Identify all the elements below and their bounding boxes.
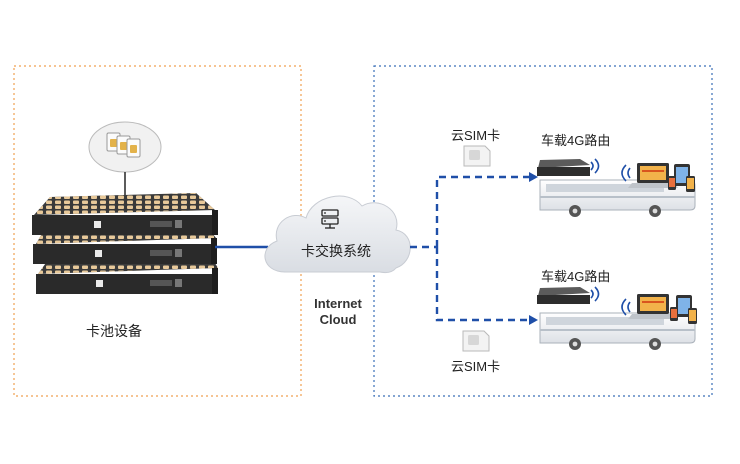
arrow-head-bottom [529, 315, 538, 325]
wifi-icon [621, 298, 631, 316]
server-icon [321, 209, 339, 229]
router-label-bottom: 车载4G路由 [541, 269, 611, 284]
phone-icon [686, 176, 695, 192]
dashed-links [410, 175, 530, 322]
sim-card-icon [463, 145, 491, 167]
phone-icon [668, 176, 676, 190]
sim-label-top: 云SIM卡 [451, 128, 501, 143]
phone-icon [670, 307, 678, 321]
sim-card-icon [106, 132, 141, 158]
sim-card-bubble [88, 121, 162, 197]
caption-line-cloud: Cloud [319, 312, 357, 327]
cloud-label: 卡交换系统 [301, 243, 371, 259]
laptop-icon [628, 294, 678, 319]
wifi-icon [590, 286, 600, 302]
card-pool-device [32, 193, 218, 294]
cloud-shape [264, 195, 411, 273]
laptop-icon [628, 163, 678, 188]
internet-cloud-caption: Internet Cloud [296, 296, 380, 328]
right-panel-border [373, 65, 713, 397]
wifi-icon [590, 158, 600, 174]
sim-card-icon [462, 330, 490, 352]
sim-label-bottom: 云SIM卡 [451, 359, 501, 374]
router-label-top: 车载4G路由 [541, 133, 611, 148]
router-icon [537, 159, 590, 176]
wifi-icon [621, 164, 631, 182]
card-pool-label: 卡池设备 [86, 323, 142, 339]
router-icon [537, 287, 590, 304]
caption-line-internet: Internet [314, 296, 362, 311]
arrow-head-top [529, 172, 538, 182]
phone-icon [688, 308, 697, 324]
